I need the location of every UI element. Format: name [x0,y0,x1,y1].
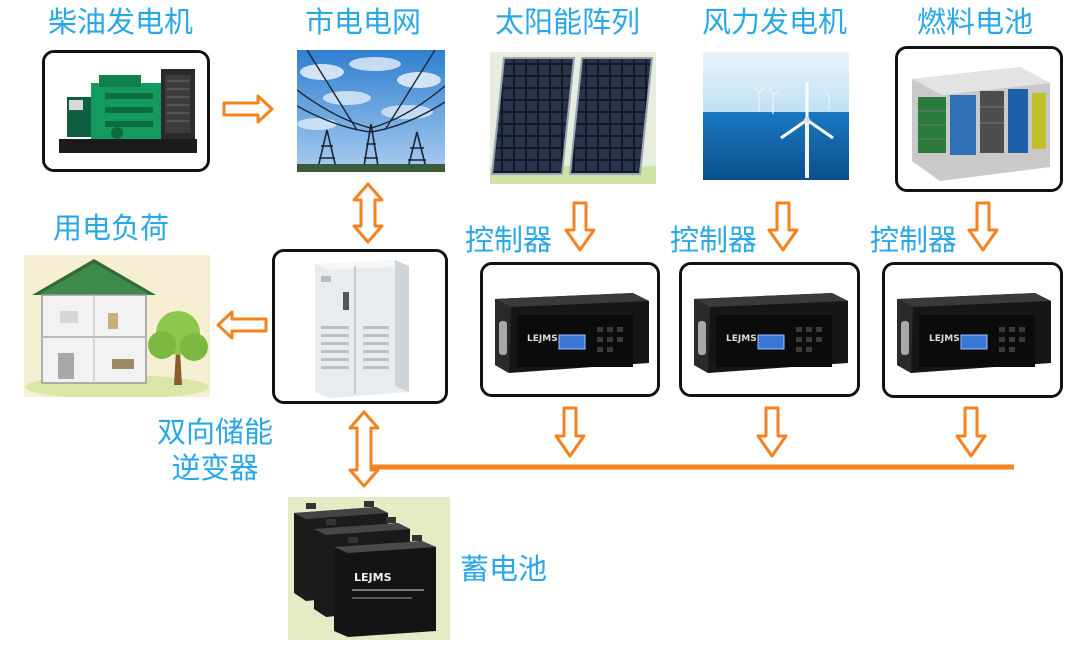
fuel-cell-box [895,46,1063,192]
arrow-solar-to-controller-1 [564,201,596,252]
diesel-generator-label: 柴油发电机 [48,5,194,39]
controller-box-2: LEJMS [679,262,860,397]
fuel-cell-label: 燃料电池 [917,5,1034,39]
arrow-controller-3-to-bus [955,406,987,458]
controller-device-image-2: LEJMS [682,265,857,394]
arrow-controller-2-to-bus [756,406,788,458]
arrow-grid-inverter-bidirectional [352,182,384,244]
wind-turbine-label: 风力发电机 [702,5,848,39]
inverter-cabinet-image [275,252,445,401]
load-label: 用电负荷 [53,211,170,245]
controller-device-image-3: LEJMS [885,265,1060,395]
solar-array-label: 太阳能阵列 [495,5,641,39]
bidirectional-inverter-box [272,249,448,404]
arrow-diesel-to-grid [222,94,274,124]
battery-brand: LEJMS [354,571,392,584]
inverter-label: 双向储能 逆变器 [140,416,290,484]
inverter-label-line-1: 双向储能 [156,415,273,449]
house-load-image [24,255,210,397]
controller-label-1: 控制器 [465,223,553,257]
arrow-inverter-to-load [216,310,268,340]
grid-label: 市电电网 [305,5,422,39]
diesel-generator-box [42,50,210,172]
arrow-fuelcell-to-controller-3 [967,201,999,252]
arrow-wind-to-controller-2 [767,201,799,252]
controller-box-1: LEJMS [480,262,660,397]
arrow-inverter-battery-bidirectional [348,410,380,488]
battery-image: LEJMS [288,497,450,640]
power-grid-image [297,50,445,172]
solar-array-image [490,52,656,184]
wind-turbine-image [703,52,849,180]
controller-label-3: 控制器 [870,223,958,257]
controller-label-2: 控制器 [670,223,758,257]
controller-brand-1: LEJMS [527,334,558,344]
fuel-cell-image [898,49,1060,189]
diesel-generator-image [45,53,207,169]
controller-box-3: LEJMS [882,262,1063,398]
inverter-label-line-2: 逆变器 [171,451,259,485]
battery-label: 蓄电池 [460,552,548,586]
controller-device-image-1: LEJMS [483,265,657,394]
arrow-controller-1-to-bus [554,406,586,458]
controller-brand-3: LEJMS [929,334,960,344]
controller-brand-2: LEJMS [726,334,757,344]
